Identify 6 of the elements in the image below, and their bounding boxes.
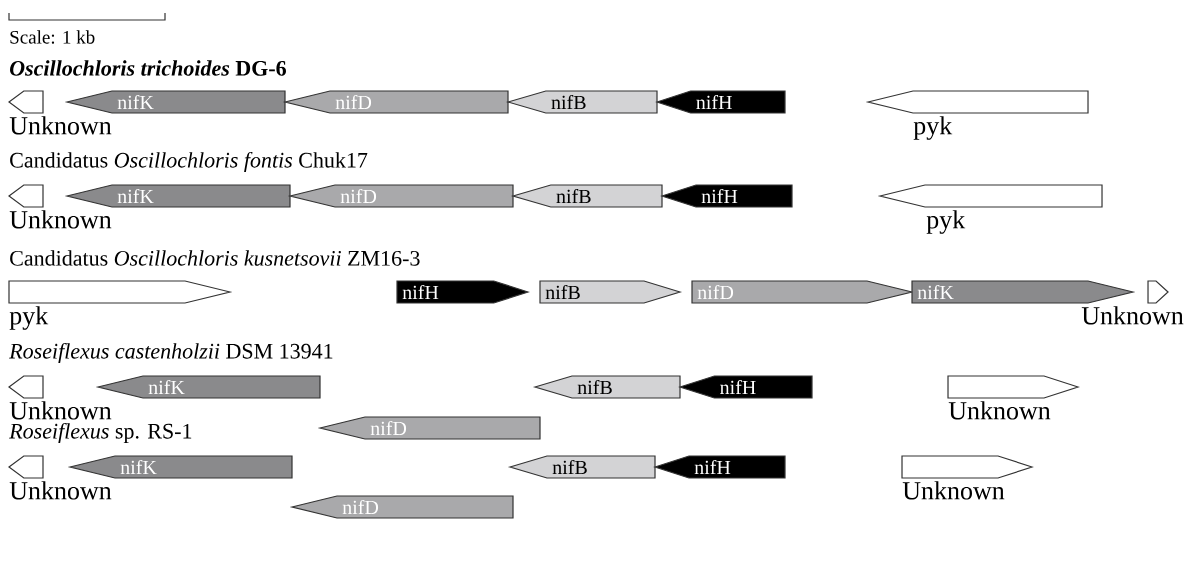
scale-label: Scale: 1 kb xyxy=(10,30,95,44)
organism-label: Oscillochloris trichoides DG-6 xyxy=(10,60,286,76)
organism-label: Roseiflexus castenholzii DSM 13941 xyxy=(9,342,333,364)
organism-label: Candidatus Oscillochloris kusnetsovii ZM16-3 xyxy=(10,250,420,266)
organism-label: Candidatus Oscillochloris fontis Chuk17 xyxy=(10,151,368,173)
organism-label: Roseiflexus sp. RS-1 xyxy=(9,422,192,444)
